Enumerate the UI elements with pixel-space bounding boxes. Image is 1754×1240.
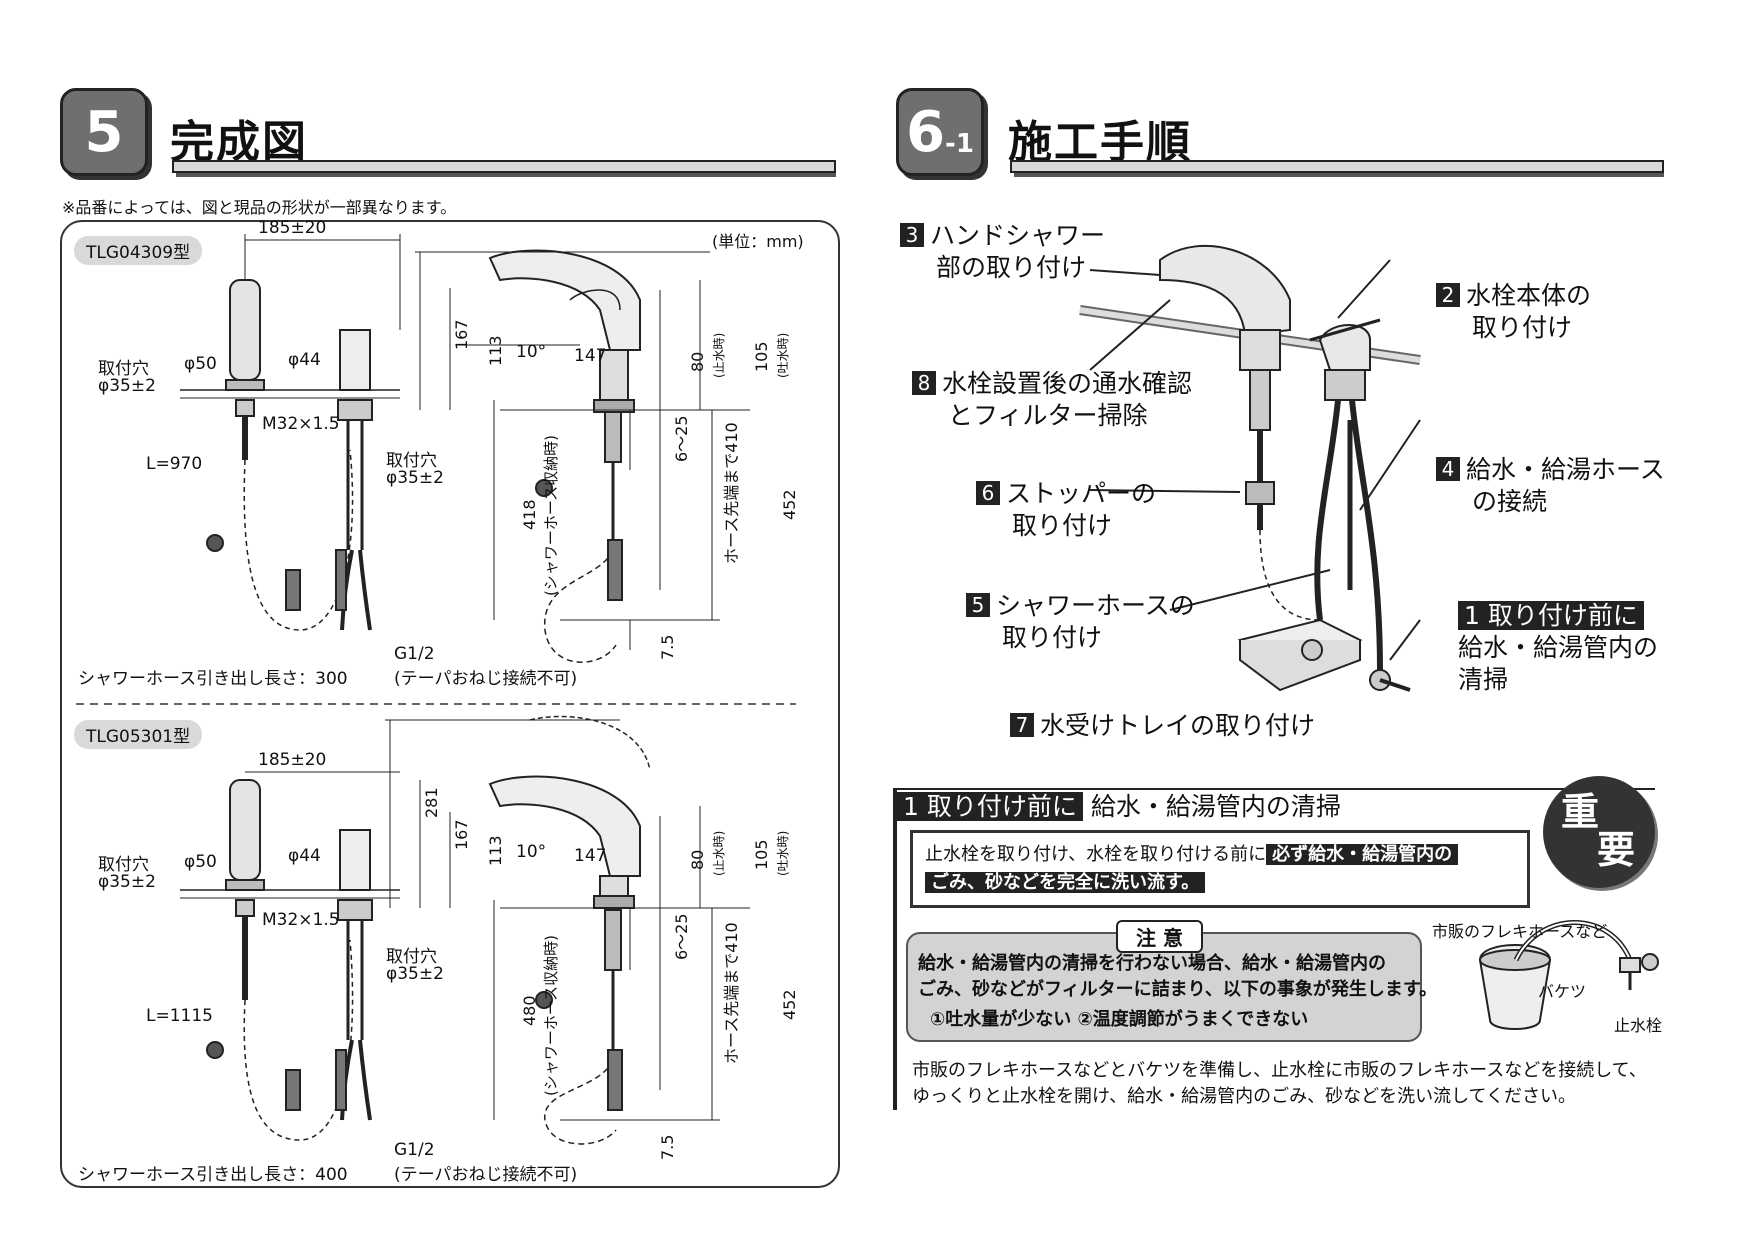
model2-hole-label: 取付穴	[98, 855, 149, 875]
model1-d44: φ44	[288, 350, 321, 370]
caution-line-3: ①吐水量が少ない ②温度調節がうまくできない	[930, 1009, 1309, 1030]
model2-badge: TLG05301型	[74, 720, 203, 749]
model1-length: L=970	[146, 454, 203, 474]
model2-dim-80: 80	[688, 849, 707, 870]
model2-dim-80-note: (止水時)	[712, 830, 726, 876]
model1-hole2-label: 取付穴	[386, 451, 437, 471]
caution-line-2: ごみ、砂などがフィルターに詰まり、以下の事象が発生します。	[918, 979, 1438, 1000]
model1-dim-113: 113	[486, 335, 505, 366]
model1-dim-80: 80	[688, 351, 707, 372]
procedure-illustration	[1079, 245, 1421, 692]
figure-label-valve: 止水栓	[1614, 1016, 1663, 1035]
model1-dim-418: 418	[520, 499, 539, 530]
model2-d44: φ44	[288, 846, 321, 866]
model1-hose-length: シャワーホース引き出し長さ：300	[78, 669, 348, 689]
model2-d50: φ50	[184, 852, 217, 872]
bucket-illustration	[1478, 920, 1659, 1030]
model1-hole-label: 取付穴	[98, 359, 149, 379]
title-rule-shadow	[176, 173, 836, 177]
title-rule-right	[1010, 160, 1664, 173]
section-number-6-1: 6-1	[896, 88, 984, 176]
instruction-line-1: 市販のフレキホースなどとバケツを準備し、止水栓に市販のフレキホースなどを接続して…	[912, 1060, 1647, 1081]
model2-dim-410: ホース先端まで410	[722, 922, 741, 1064]
model2-dim-480: 480	[520, 995, 539, 1026]
model1-badge: TLG04309型	[74, 236, 203, 265]
unit-label: (単位：mm)	[712, 232, 804, 251]
model2-hole2-label: 取付穴	[386, 947, 437, 967]
section1-sideline	[893, 824, 897, 1110]
model2-thread: M32×1.5	[262, 910, 340, 930]
title-rule	[172, 160, 836, 173]
model2-length: L=1115	[146, 1006, 213, 1026]
model2-hole-dim: φ35±2	[98, 872, 156, 892]
model2-angle: 10°	[516, 842, 547, 862]
model2-hose-length: シャワーホース引き出し長さ：400	[78, 1165, 348, 1185]
section1-heading: 1 取り付け前に 給水・給湯管内の清掃	[893, 790, 1659, 824]
model1-dim-105-note: (吐水時)	[776, 332, 790, 378]
figure-label-hose: 市販のフレキホースなど	[1432, 922, 1608, 941]
model1-dim-410: ホース先端まで410	[722, 422, 741, 564]
model-note: ※品番によっては、図と現品の形状が一部異なります。	[62, 198, 457, 217]
model2-dim-105: 105	[752, 839, 771, 870]
model2-dim-105-note: (吐水時)	[776, 830, 790, 876]
section-title-completion: 完成図	[170, 117, 308, 168]
model2-hole2-dim: φ35±2	[386, 964, 444, 984]
model2-dim-452: 452	[780, 989, 799, 1020]
model1-dim-105: 105	[752, 341, 771, 372]
model1-dim-452: 452	[780, 489, 799, 520]
step-1: 1 取り付け前に 給水・給湯管内の 清掃	[1458, 601, 1659, 694]
section-title-procedure: 施工手順	[1008, 117, 1192, 168]
model2-dim-147: 147	[574, 846, 607, 866]
instruction-line-2: ゆっくりと止水栓を開け、給水・給湯管内のごみ、砂などを洗い流してください。	[912, 1086, 1577, 1107]
model2-dim-167: 167	[452, 819, 471, 850]
model2-g: G1/2	[394, 1140, 435, 1160]
model1-dim-7-5: 7.5	[658, 634, 677, 660]
model1-d50: φ50	[184, 354, 217, 374]
model1-g-note: (テーパおねじ接続不可)	[394, 669, 578, 689]
model2-drawing	[180, 715, 750, 1145]
model2-dim-6-25: 6～25	[672, 913, 691, 960]
model1-drawing	[180, 234, 750, 663]
model1-hole-dim: φ35±2	[98, 376, 156, 396]
model-divider	[76, 703, 796, 705]
model1-angle: 10°	[516, 342, 547, 362]
title-rule-right-shadow	[1014, 173, 1664, 177]
model1-dim-418-note: (シャワーホース収納時)	[542, 435, 560, 596]
drawing-panel	[60, 220, 840, 1188]
model2-dim-113: 113	[486, 835, 505, 866]
figure-label-bucket: バケツ	[1538, 982, 1587, 1001]
model2-g-note: (テーパおねじ接続不可)	[394, 1165, 578, 1185]
model1-width-dim: 185±20	[258, 218, 327, 238]
model1-hole2-dim: φ35±2	[386, 468, 444, 488]
important-box: 止水栓を取り付け、水栓を取り付ける前に必ず給水・給湯管内の ごみ、砂などを完全に…	[910, 830, 1530, 908]
model2-dim-281: 281	[422, 787, 441, 818]
section1-topline	[893, 788, 1655, 790]
model1-dim-167: 167	[452, 319, 471, 350]
model2-dim-480-note: (シャワーホース収納時)	[542, 935, 560, 1096]
model1-g: G1/2	[394, 644, 435, 664]
model1-dim-6-25: 6～25	[672, 415, 691, 462]
important-badge: 重 要	[1543, 776, 1655, 888]
model1-dim-80-note: (止水時)	[712, 332, 726, 378]
model2-width-dim: 185±20	[258, 750, 327, 770]
model2-dim-7-5: 7.5	[658, 1134, 677, 1160]
section-number-5: 5	[60, 88, 148, 176]
model1-dim-147: 147	[574, 346, 607, 366]
caution-heading: 注 意	[1116, 920, 1203, 953]
model1-thread: M32×1.5	[262, 414, 340, 434]
caution-line-1: 給水・給湯管内の清掃を行わない場合、給水・給湯管内の	[918, 953, 1386, 974]
